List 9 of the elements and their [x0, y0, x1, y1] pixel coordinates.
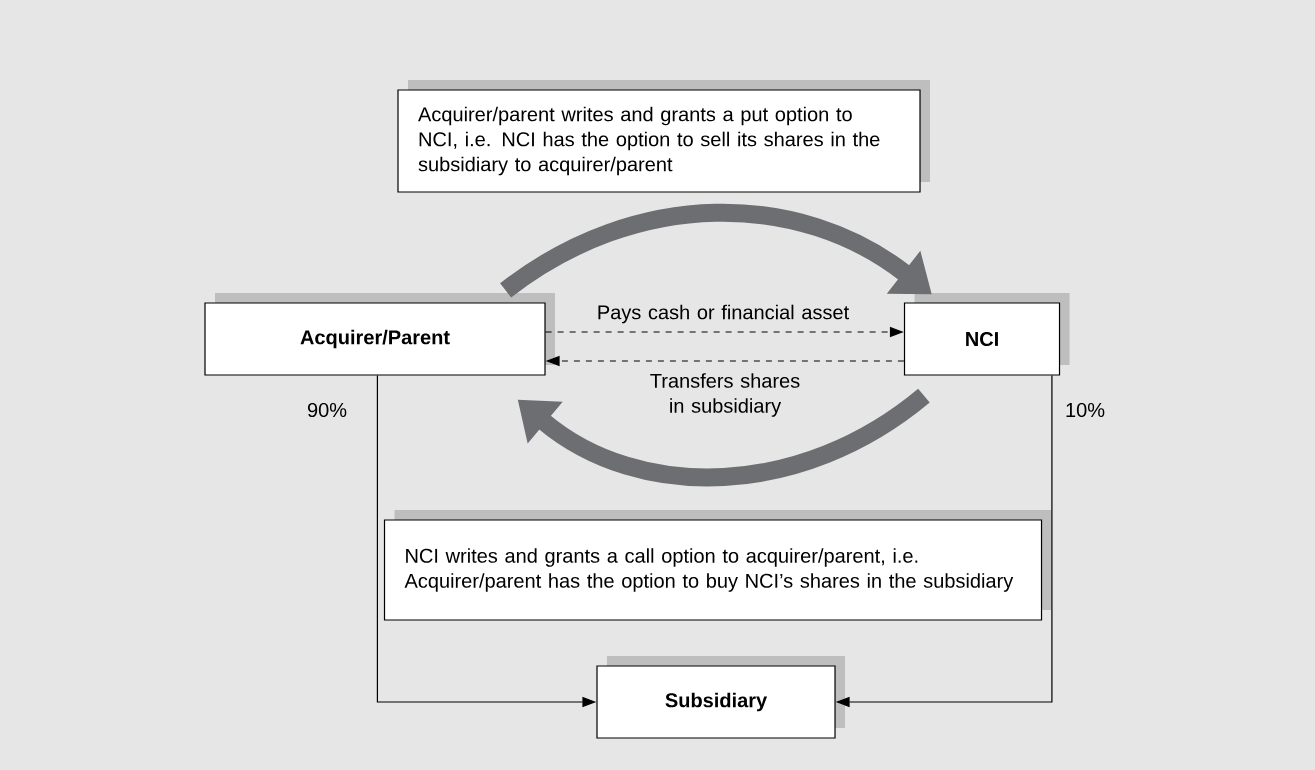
- edge-label: 90%: [307, 402, 347, 418]
- label-box: NCI writes and grants a call option to acquirer/parent, i.e. Acquirer/parent has the option to buy NCI’s shares in the subsidiary: [383, 510, 1052, 621]
- edge-label: Pays cash or financial asset: [598, 304, 849, 324]
- entity-box: Acquirer/Parent: [204, 293, 555, 376]
- entity-box: Subsidiary: [596, 656, 845, 739]
- entity-box: NCI: [903, 293, 1070, 376]
- label-box: Acquirer/parent writes and grants a put option to NCI, i.e. NCI has the option to sell its shares in the subsidiary to acquirer/parent: [397, 80, 930, 193]
- edge-label: Transfers shares in subsidiary: [650, 373, 800, 417]
- edge-label: 10%: [1066, 402, 1105, 418]
